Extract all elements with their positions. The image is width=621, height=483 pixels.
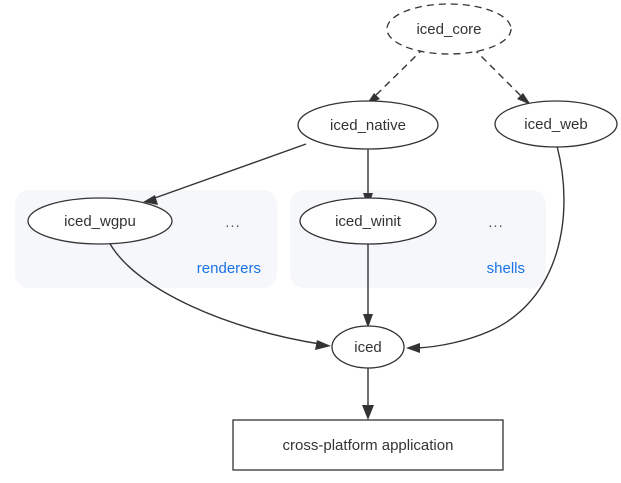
edge-iced-core-to-iced-native-line [371, 47, 425, 100]
edge-iced-to-app [362, 368, 374, 420]
edge-iced-web-to-iced-line [416, 145, 565, 349]
node-iced-web[interactable]: iced_web [494, 100, 618, 148]
edge-iced-winit-to-iced-arrowhead [363, 314, 373, 328]
node-iced-winit[interactable]: iced_winit [299, 197, 437, 245]
edge-iced-native-to-iced-wgpu-arrowhead [143, 195, 158, 205]
node-iced-native-label: iced_native [330, 117, 406, 134]
cluster-shells-label: shells [487, 260, 525, 277]
node-iced-core-shape[interactable] [386, 3, 512, 55]
node-iced-wgpu[interactable]: iced_wgpu [27, 197, 173, 245]
edge-iced-wgpu-to-iced-arrowhead [315, 340, 331, 350]
edge-iced-to-app-arrowhead [362, 405, 374, 420]
edge-iced-core-to-iced-native [366, 47, 425, 105]
node-iced-core-label: iced_core [416, 21, 481, 38]
node-cross-platform-application-shape[interactable] [232, 419, 504, 471]
node-iced-web-shape[interactable] [494, 100, 618, 148]
node-iced-shape[interactable] [331, 325, 405, 369]
edge-iced-core-to-iced-web-arrowhead [517, 93, 531, 105]
node-iced-wgpu-label: iced_wgpu [64, 213, 136, 230]
node-iced[interactable]: iced [331, 325, 405, 369]
node-iced-core[interactable]: iced_core [386, 3, 512, 55]
edge-iced-native-to-iced-wgpu-line [151, 143, 307, 200]
node-iced-winit-shape[interactable] [299, 197, 437, 245]
node-iced-web-label: iced_web [524, 116, 587, 133]
edge-iced-wgpu-to-iced-line [108, 241, 321, 345]
cluster-shells-ellipsis: ... [488, 214, 504, 231]
node-cross-platform-application-label: cross-platform application [283, 437, 454, 454]
edge-iced-web-to-iced-arrowhead [406, 343, 420, 353]
edge-iced-core-to-iced-web-line [472, 47, 525, 100]
edge-iced-wgpu-to-iced [108, 241, 331, 350]
cluster-renderers-ellipsis: ... [225, 214, 241, 231]
edge-iced-native-to-iced-wgpu [143, 143, 307, 205]
node-iced-winit-label: iced_winit [335, 213, 402, 230]
edge-iced-core-to-iced-web [472, 47, 531, 105]
node-cross-platform-application[interactable]: cross-platform application [232, 419, 504, 471]
edge-iced-web-to-iced [406, 145, 565, 353]
node-iced-wgpu-shape[interactable] [27, 197, 173, 245]
node-iced-native[interactable]: iced_native [297, 100, 439, 150]
node-iced-native-shape[interactable] [297, 100, 439, 150]
node-iced-label: iced [354, 339, 382, 356]
cluster-renderers-label: renderers [197, 260, 261, 277]
edge-iced-winit-to-iced [363, 242, 373, 328]
